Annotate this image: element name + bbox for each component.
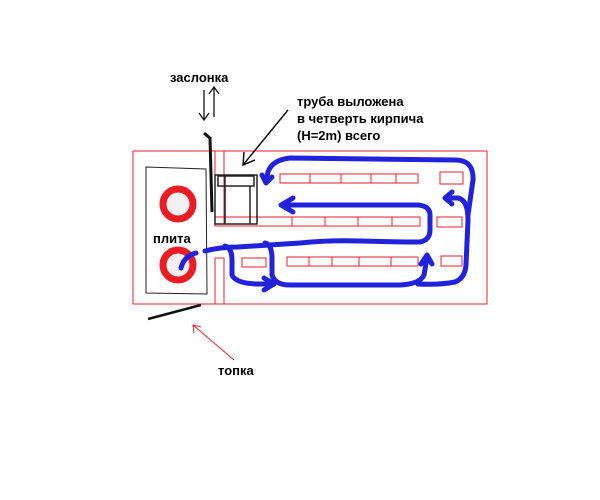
damper-label: заслонка bbox=[170, 70, 229, 85]
burner-top bbox=[159, 185, 197, 223]
pipe-label-line1: труба выложена bbox=[297, 94, 404, 109]
smoke-flow-path bbox=[178, 155, 476, 293]
damper-arrows-icon bbox=[198, 85, 220, 122]
firebox-label: топка bbox=[218, 363, 254, 378]
damper-tip bbox=[203, 131, 212, 141]
stove-label: плита bbox=[153, 231, 191, 246]
damper-plate bbox=[208, 137, 214, 213]
firebox-door bbox=[147, 303, 202, 321]
chimney-box bbox=[214, 174, 258, 225]
pipe-label-line2: в четверть кирпича bbox=[297, 111, 424, 126]
stove-outline bbox=[132, 150, 488, 305]
pipe-pointer-arrow-icon bbox=[242, 109, 289, 167]
firebox-pointer-arrow-icon bbox=[192, 324, 235, 361]
partitions bbox=[214, 150, 225, 305]
pipe-label-line3: (H=2m) всего bbox=[297, 128, 380, 143]
